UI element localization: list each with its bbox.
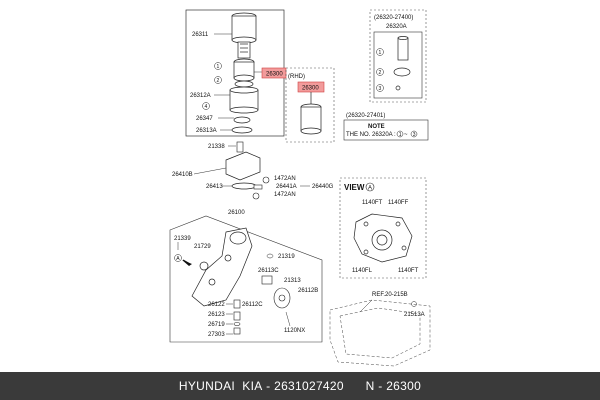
label-1472an-a: 1472AN bbox=[274, 176, 296, 182]
callout-4: 4 bbox=[202, 102, 210, 110]
svg-text:A: A bbox=[368, 186, 372, 192]
svg-text:3: 3 bbox=[413, 132, 416, 138]
footer-part-number: 2631027420 bbox=[274, 379, 344, 393]
label-26311: 26311 bbox=[192, 32, 209, 38]
svg-text:1: 1 bbox=[379, 50, 382, 56]
label-26312a: 26312A bbox=[190, 93, 211, 99]
label-1140fl: 1140FL bbox=[352, 268, 373, 274]
rhd-box: (RHD) 26300 bbox=[285, 67, 335, 143]
svg-text:26300: 26300 bbox=[266, 72, 283, 78]
label-21513a: 21513A bbox=[404, 312, 425, 318]
label-26100: 26100 bbox=[228, 210, 245, 216]
label-21338: 21338 bbox=[208, 144, 225, 150]
parts-diagram: 26311 26312A 26347 26313A 1 2 4 26300 (R… bbox=[169, 9, 431, 367]
label-kit2-code: (26320-27401) bbox=[346, 113, 385, 119]
label-1120nx: 1120NX bbox=[284, 328, 305, 334]
footer-brand: HYUNDAI KIA bbox=[178, 379, 263, 393]
svg-text:3: 3 bbox=[379, 86, 382, 92]
view-a-pump bbox=[353, 213, 413, 263]
label-27303: 27303 bbox=[208, 332, 225, 338]
note-box: (26320-27401) NOTE THE NO. 26320A : 1 ~ … bbox=[343, 113, 429, 141]
label-26410b: 26410B bbox=[172, 172, 193, 178]
footer-ref-number: N - 26300 bbox=[365, 379, 422, 393]
note-text: THE NO. 26320A : bbox=[346, 132, 396, 138]
note-title: NOTE bbox=[368, 124, 385, 130]
label-rhd: (RHD) bbox=[288, 74, 305, 80]
kit-box: (26320-27400) 26320A 1 2 3 bbox=[369, 9, 427, 103]
rhd-filter bbox=[300, 92, 322, 135]
label-1140ft-a: 1140FT bbox=[362, 200, 383, 206]
svg-text:~: ~ bbox=[404, 132, 408, 138]
label-26413: 26413 bbox=[206, 184, 223, 190]
callout-2: 2 bbox=[214, 76, 222, 84]
label-26112c: 26112C bbox=[242, 302, 263, 308]
label-26300-rhd: 26300 bbox=[302, 86, 319, 92]
label-26112b: 26112B bbox=[298, 288, 318, 294]
oil-pump-body bbox=[191, 227, 253, 307]
view-a-title: VIEW bbox=[344, 183, 365, 192]
label-1140ft-b: 1140FT bbox=[398, 268, 419, 274]
svg-text:1: 1 bbox=[217, 64, 220, 70]
label-21319: 21319 bbox=[278, 254, 295, 260]
label-1472an-b: 1472AN bbox=[274, 192, 296, 198]
oil-cooler-area: 21338 26410B 26413 1472AN 26441A 26440G … bbox=[172, 141, 334, 200]
view-a-arrow: A bbox=[174, 254, 192, 266]
highlight-26300-main: 26300 bbox=[261, 67, 287, 79]
label-26347: 26347 bbox=[196, 116, 213, 122]
callout-1: 1 bbox=[214, 62, 222, 70]
view-a-box: VIEW A 1140FT 1140FF 1140FL 1140FT bbox=[339, 177, 427, 279]
oil-pump-box: 26100 21339 21729 A 21319 26113C 21313 2… bbox=[169, 210, 323, 343]
label-kit1-code: (26320-27400) bbox=[374, 15, 413, 21]
svg-text:4: 4 bbox=[205, 104, 208, 110]
label-26122: 26122 bbox=[208, 302, 225, 308]
label-26113c: 26113C bbox=[258, 268, 279, 274]
kit-callout-2: 2 bbox=[376, 68, 384, 76]
kit-callout-1: 1 bbox=[376, 48, 384, 56]
svg-text:1: 1 bbox=[399, 132, 402, 138]
label-26123: 26123 bbox=[208, 312, 225, 318]
label-26441a: 26441A bbox=[276, 184, 297, 190]
label-21729: 21729 bbox=[194, 244, 211, 250]
oil-filter-element bbox=[229, 12, 259, 134]
label-26440g: 26440G bbox=[312, 184, 334, 190]
kit-callout-3: 3 bbox=[376, 84, 384, 92]
svg-text:2: 2 bbox=[379, 70, 382, 76]
label-26313a: 26313A bbox=[196, 128, 217, 134]
footer-bar: HYUNDAI KIA - 2631027420 N - 26300 bbox=[0, 372, 600, 400]
svg-text:A: A bbox=[176, 256, 180, 262]
label-ref: REF.20-215B bbox=[372, 292, 408, 298]
svg-text:2: 2 bbox=[217, 78, 220, 84]
oil-pan-ref: REF.20-215B 21513A bbox=[329, 292, 431, 367]
label-21339: 21339 bbox=[174, 236, 191, 242]
label-1140ff: 1140FF bbox=[388, 200, 409, 206]
label-21313: 21313 bbox=[284, 278, 301, 284]
label-kit1-part: 26320A bbox=[386, 24, 407, 30]
oil-cooler bbox=[225, 151, 261, 190]
filter-assembly-box: 26311 26312A 26347 26313A 1 2 4 26300 bbox=[185, 9, 287, 137]
label-26719: 26719 bbox=[208, 322, 225, 328]
